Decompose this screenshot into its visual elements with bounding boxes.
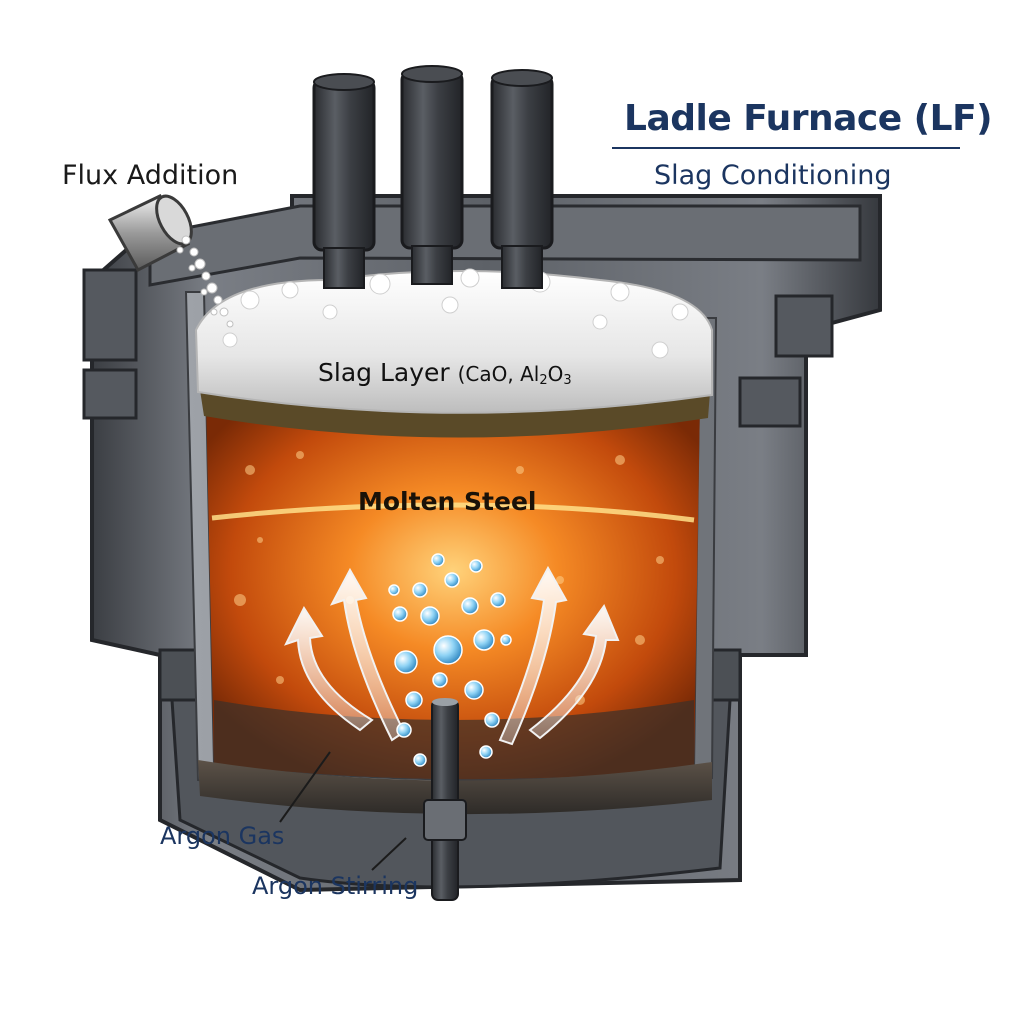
slag-layer xyxy=(194,268,713,414)
slag-layer-name: Slag Layer xyxy=(318,358,458,387)
argon-lance xyxy=(423,698,467,901)
flow-arrows xyxy=(284,565,620,746)
electrode xyxy=(490,69,554,289)
electrode xyxy=(312,73,376,289)
flow-arrow-left-inner xyxy=(329,567,406,742)
leader-line-argon-stirring xyxy=(371,837,407,871)
leader-lines xyxy=(279,751,407,871)
argon-stirring-label: Argon Stirring xyxy=(252,872,419,900)
graphite-electrodes xyxy=(312,65,554,289)
flow-arrow-right-inner xyxy=(498,565,568,746)
flow-arrow-left-outer xyxy=(284,605,374,732)
diagram-subtitle: Slag Conditioning xyxy=(654,160,892,191)
argon-gas-label: Argon Gas xyxy=(160,822,285,850)
flow-arrow-right-outer xyxy=(528,603,620,740)
molten-steel-label: Molten Steel xyxy=(358,487,537,516)
flux-addition-label: Flux Addition xyxy=(62,160,239,191)
slag-layer-chemistry: (CaO, Al2O3 xyxy=(457,362,572,388)
diagram-title: Ladle Furnace (LF) xyxy=(624,98,993,139)
flux-chute xyxy=(107,194,193,273)
leader-line-argon-gas xyxy=(279,751,331,823)
flux-stream xyxy=(176,235,234,328)
electrode xyxy=(400,65,464,285)
title-underline xyxy=(612,147,960,149)
slag-layer-label: Slag Layer (CaO, Al2O3 xyxy=(318,358,572,388)
argon-bubbles xyxy=(388,553,512,767)
